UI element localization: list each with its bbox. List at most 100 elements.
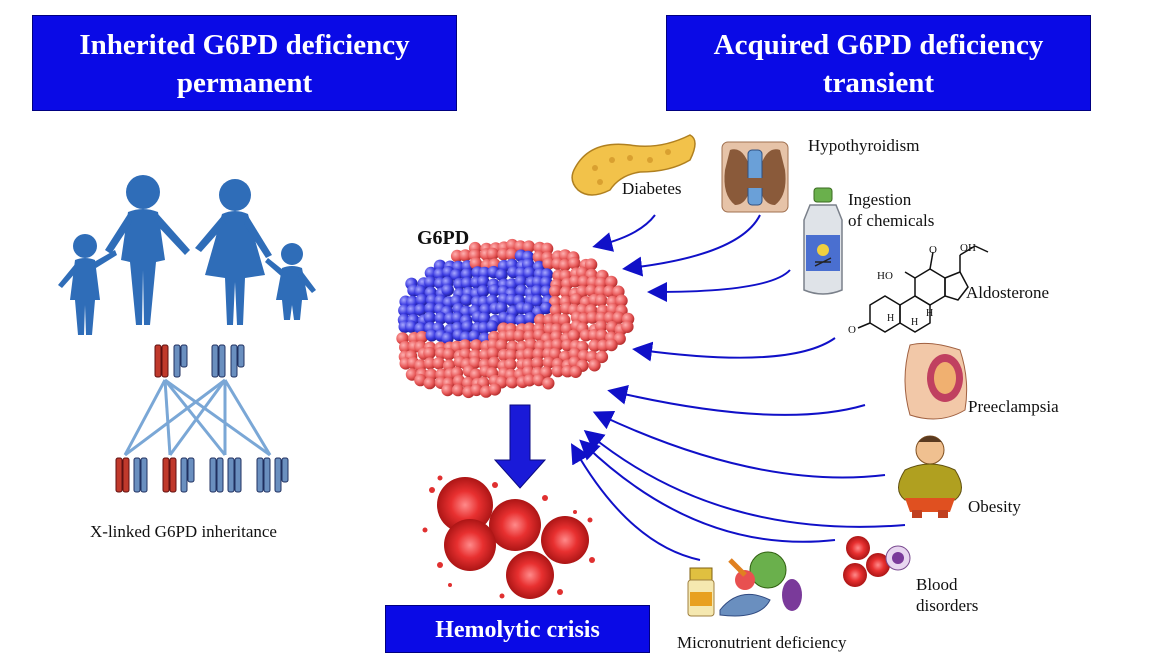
protein-sphere (523, 374, 536, 387)
protein-sphere (540, 242, 554, 255)
protein-sphere (432, 357, 445, 370)
protein-sphere (585, 284, 598, 297)
obesity-icon (898, 435, 962, 518)
protein-sphere (603, 285, 616, 298)
cause-arrows (570, 214, 906, 561)
protein-sphere (460, 276, 474, 290)
protein-sphere (569, 293, 583, 306)
protein-sphere (523, 266, 536, 280)
protein-sphere (414, 303, 427, 316)
protein-sphere (470, 339, 483, 352)
protein-sphere (424, 276, 437, 289)
protein-sphere (423, 346, 436, 360)
inheritance-caption: X-linked G6PD inheritance (90, 522, 277, 541)
protein-sphere (588, 339, 601, 352)
protein-sphere (603, 311, 617, 324)
protein-sphere (542, 257, 555, 270)
protein-sphere (415, 330, 429, 344)
protein-sphere (451, 383, 465, 397)
obesity-label: Obesity (968, 497, 1021, 516)
pregnancy-icon (904, 342, 968, 420)
protein-sphere (514, 275, 527, 288)
protein-sphere (441, 283, 454, 297)
protein-sphere (399, 340, 412, 354)
protein-sphere (539, 301, 553, 315)
protein-sphere (531, 356, 544, 370)
protein-sphere (588, 359, 601, 372)
protein-sphere (423, 357, 437, 370)
blood-disorders-label-line1: Blood (916, 575, 958, 594)
protein-sphere (532, 347, 545, 361)
protein-sphere (615, 294, 628, 307)
protein-sphere (423, 311, 437, 324)
protein-sphere (595, 329, 608, 342)
protein-sphere (505, 376, 519, 389)
g6pd-label: G6PD (417, 227, 470, 249)
protein-sphere (442, 348, 456, 361)
molecule-h2-label: H (911, 317, 919, 328)
protein-sphere (504, 358, 517, 371)
chemicals-label-line2: of chemicals (848, 211, 935, 230)
chemical-bottle-icon (803, 187, 843, 295)
protein-sphere (459, 249, 472, 262)
protein-sphere (530, 284, 544, 298)
inherited-title: Inherited G6PD deficiency (79, 29, 410, 61)
protein-sphere (605, 275, 618, 289)
protein-sphere (595, 294, 608, 307)
protein-sphere (424, 302, 437, 315)
protein-sphere (441, 332, 454, 345)
aldosterone-label: Aldosterone (966, 283, 1050, 302)
protein-sphere (551, 364, 564, 378)
protein-sphere (414, 373, 427, 387)
protein-sphere (415, 293, 429, 307)
protein-sphere (495, 268, 508, 282)
red-blood-cells-icon (422, 475, 595, 599)
inherited-subtitle: permanent (176, 67, 313, 99)
protein-sphere (470, 383, 483, 397)
protein-sphere (406, 295, 419, 309)
protein-sphere (530, 294, 544, 308)
protein-sphere (434, 312, 447, 325)
protein-sphere (495, 301, 508, 315)
protein-sphere (594, 320, 608, 333)
protein-sphere (558, 258, 571, 272)
thyroid-icon (721, 141, 789, 213)
protein-sphere (486, 320, 499, 333)
protein-sphere (595, 350, 609, 364)
protein-sphere (522, 347, 536, 361)
diabetes-label: Diabetes (622, 179, 682, 198)
molecule-ho-label: HO (877, 270, 893, 282)
molecule-h3-label: H (926, 308, 934, 319)
protein-sphere (460, 293, 473, 307)
protein-sphere (567, 329, 581, 342)
preeclampsia-label: Preeclampsia (968, 397, 1059, 416)
protein-sphere (524, 338, 537, 351)
protein-sphere (514, 240, 527, 253)
protein-sphere (460, 268, 473, 281)
protein-sphere (425, 329, 438, 342)
protein-sphere (486, 247, 499, 261)
hypothyroidism-label: Hypothyroidism (808, 136, 920, 155)
protein-sphere (522, 240, 536, 253)
parent-chromosomes-right (211, 344, 245, 378)
protein-sphere (569, 275, 582, 288)
protein-sphere (534, 313, 547, 327)
inheritance-lines (123, 378, 272, 457)
protein-sphere (540, 285, 553, 298)
molecule-o1-label: O (848, 324, 856, 336)
molecule-oh-label: OH (960, 242, 976, 254)
protein-sphere (569, 365, 582, 378)
blood-cells-icon (843, 536, 911, 587)
protein-sphere (477, 275, 490, 288)
inherited-deficiency-banner: Inherited G6PD deficiency permanent (32, 15, 457, 111)
protein-sphere (505, 313, 518, 326)
molecule-o2-label: O (929, 244, 937, 256)
protein-sphere (584, 258, 598, 271)
down-arrow-icon (493, 404, 547, 489)
protein-sphere (540, 276, 553, 289)
g6pd-protein-structure (396, 238, 635, 399)
child-chromosomes (115, 457, 289, 493)
micronutrient-label: Micronutrient deficiency (677, 633, 847, 652)
